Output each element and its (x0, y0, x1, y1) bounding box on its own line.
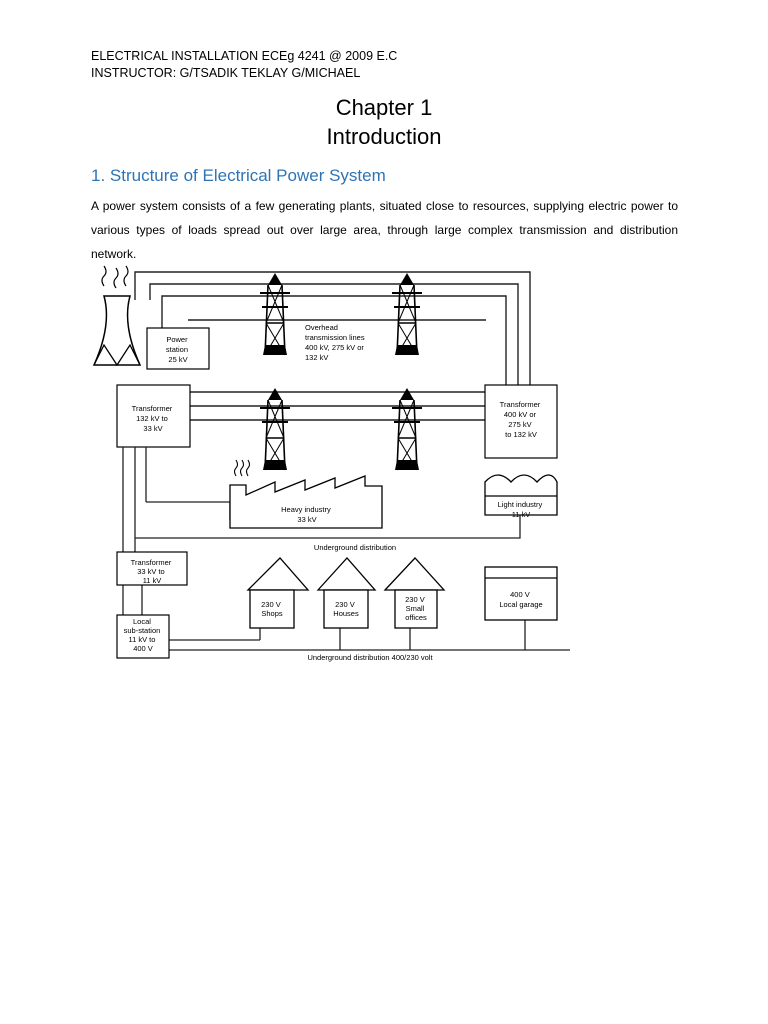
heavy-industry-label: Heavy industry 33 kV (281, 505, 333, 524)
transformer-left-label: Transformer 132 kV to 33 kV (132, 404, 175, 433)
garage-icon (484, 566, 558, 621)
light-industry-icon (484, 474, 558, 516)
instructor-header: INSTRUCTOR: G/TSADIK TEKLAY G/MICHAEL (91, 66, 361, 80)
offices-house-icon (383, 557, 446, 629)
shops-label: 230 V Shops (261, 600, 283, 618)
substation-box (116, 614, 170, 659)
section-paragraph: A power system consists of a few generat… (91, 199, 678, 261)
shops-house-icon (246, 557, 310, 629)
houses-label: 230 V Houses (333, 600, 359, 618)
light-industry-label: Light industry 11 kV (498, 500, 545, 519)
underground-low-label: Underground distribution 400/230 volt (307, 653, 433, 662)
transformer-low-label: Transformer 33 kV to 11 kV (131, 558, 174, 585)
course-header: ELECTRICAL INSTALLATION ECEg 4241 @ 2009… (91, 49, 398, 63)
transformer-left-box (116, 384, 191, 448)
power-station-label: Power station 25 kV (166, 335, 190, 364)
power-station-box (146, 327, 210, 370)
overhead-lines-middle (190, 391, 485, 421)
chapter-title: Introduction (326, 124, 442, 149)
transformer-right-label: Transformer 400 kV or 275 kV to 132 kV (500, 400, 543, 439)
section-title: 1. Structure of Electrical Power System (91, 166, 386, 185)
transformer-low-box (116, 551, 188, 586)
transformer-right-box (484, 384, 558, 459)
cooling-tower-icon (92, 265, 142, 367)
pylon-icon (259, 387, 291, 471)
pylon-icon (391, 387, 423, 471)
factory-icon (229, 459, 383, 529)
overhead-lines-top (134, 271, 531, 385)
substation-label: Local sub-station 11 kV to 400 V (124, 617, 163, 653)
garage-label: 400 V Local garage (499, 590, 542, 609)
overhead-lines-label: Overhead transmission lines 400 kV, 275 … (305, 323, 367, 362)
offices-label: 230 V Small offices (405, 595, 427, 622)
underground-label: Underground distribution (314, 543, 396, 552)
chapter-number: Chapter 1 (335, 95, 433, 120)
pylon-icon (391, 272, 423, 356)
houses-house-icon (316, 557, 377, 629)
pylon-icon (259, 272, 291, 356)
power-system-diagram: Power station 25 kV Overhead transmissio… (92, 265, 570, 662)
